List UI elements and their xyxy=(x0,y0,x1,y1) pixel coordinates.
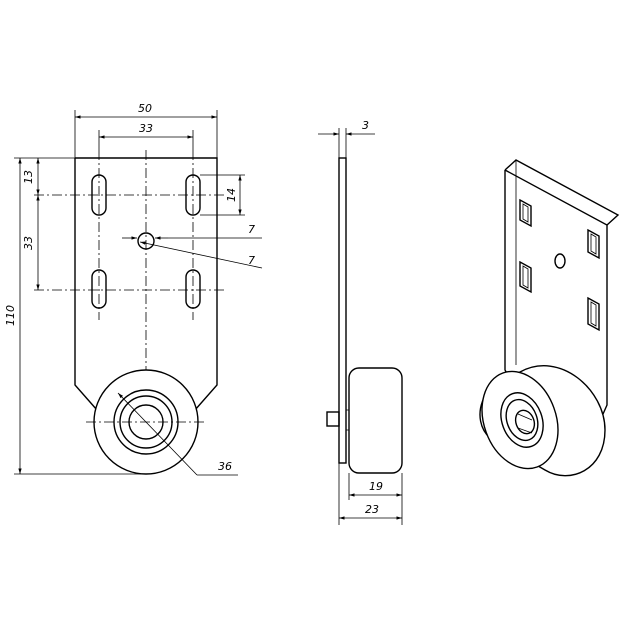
dim-leader-slot-width xyxy=(139,241,263,269)
iso-wheel-axle xyxy=(514,409,536,435)
iso-slot-1 xyxy=(519,198,532,228)
slot-top-right xyxy=(185,174,201,216)
plate-side xyxy=(338,157,347,464)
isometric-view xyxy=(479,159,620,477)
dim-wheel-width: 19 xyxy=(369,480,383,493)
center-hole xyxy=(137,232,155,250)
dim-center-hole-dia: 7 xyxy=(248,223,255,236)
plate-iso-edge xyxy=(504,159,620,226)
dim-overall-depth: 23 xyxy=(365,503,379,516)
front-view: 50 33 110 13 33 14 7 7 36 xyxy=(4,102,263,476)
dim-hole-spacing-x: 33 xyxy=(139,122,153,135)
iso-wheel-ring xyxy=(505,398,539,442)
axle-nut xyxy=(326,411,340,427)
iso-slot-3 xyxy=(519,260,532,294)
slot-bottom-left xyxy=(91,269,107,309)
dim-wheel-dia: 36 xyxy=(218,460,232,473)
slot-top-left xyxy=(91,174,107,216)
iso-slot-4 xyxy=(587,296,600,332)
dim-thickness: 3 xyxy=(362,119,369,132)
slot-bottom-right xyxy=(185,269,201,309)
iso-wheel-bearing xyxy=(500,392,544,448)
dim-top-offset: 13 xyxy=(22,170,35,184)
dim-width-total: 50 xyxy=(138,102,152,115)
dim-leader-wheel-dia xyxy=(117,392,198,476)
wheel-side xyxy=(348,367,403,474)
dim-slot-length: 14 xyxy=(225,188,238,202)
iso-center-hole xyxy=(554,253,566,269)
iso-wheel-face xyxy=(481,370,559,470)
iso-slot-2 xyxy=(587,228,600,260)
dim-hole-spacing-y: 33 xyxy=(22,236,35,250)
dim-total-height: 110 xyxy=(4,305,17,326)
dim-slot-width: 7 xyxy=(248,254,255,267)
side-view: 3 19 23 xyxy=(318,119,403,525)
